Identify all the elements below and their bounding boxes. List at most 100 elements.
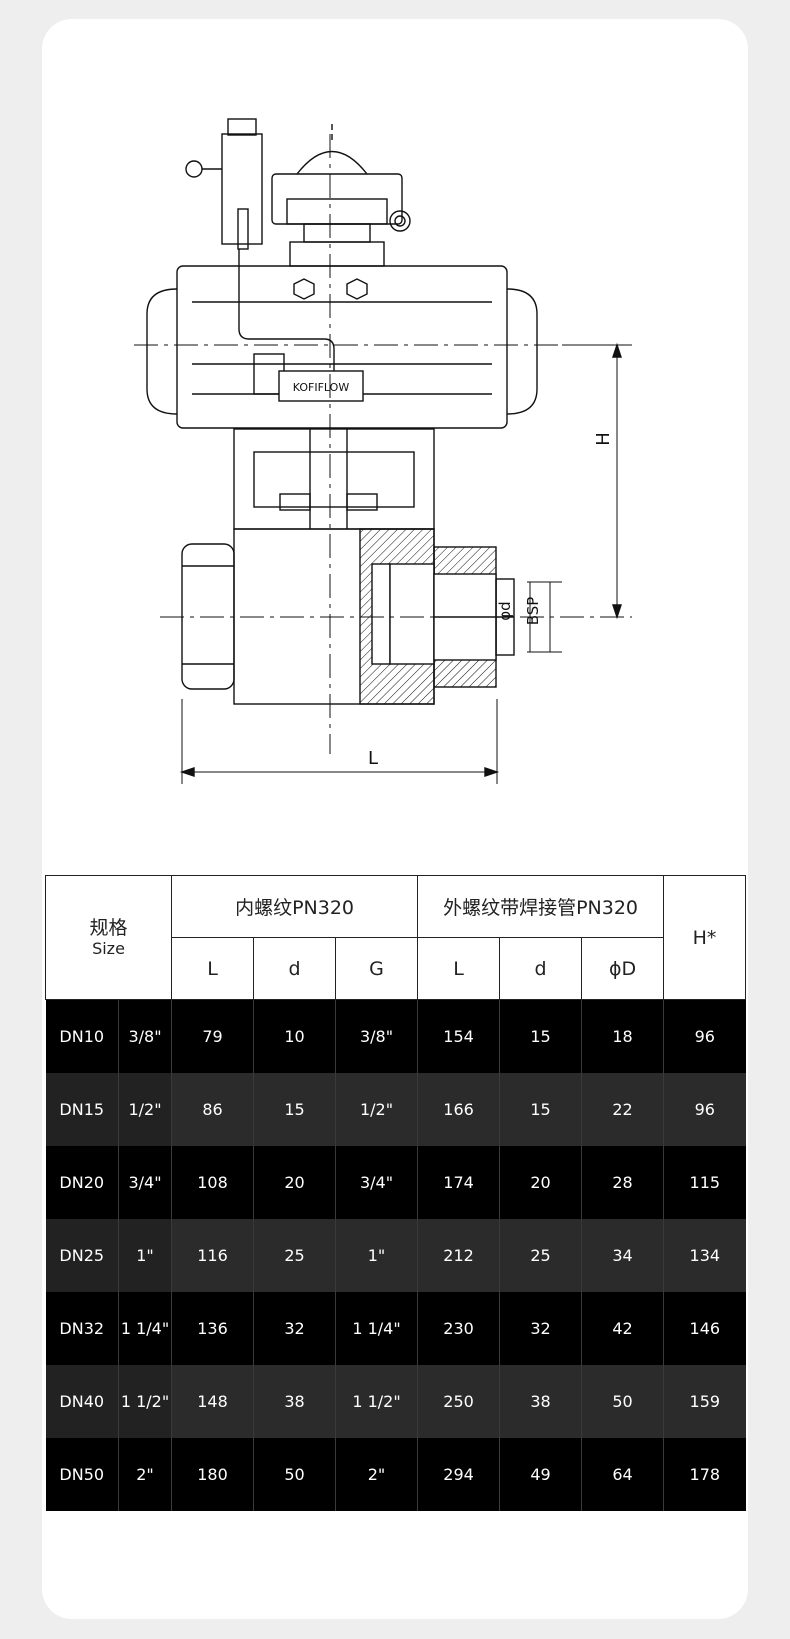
table-cell: 1 1/2" [335,1365,419,1438]
table-cell: 28 [581,1146,665,1219]
table-cell: 18 [581,999,665,1073]
limit-switch-dome [296,150,368,175]
hex-nut-right [346,278,368,300]
table-cell: 38 [499,1365,583,1438]
col-header: G [335,937,419,1000]
table-cell: 212 [417,1219,501,1292]
table-cell: 42 [581,1292,665,1365]
table-cell: 86 [171,1073,255,1146]
table-cell: 1 1/4" [118,1292,173,1365]
table-cell: 148 [171,1365,255,1438]
table-cell: DN40 [45,1365,119,1438]
table-cell: 116 [171,1219,255,1292]
spec-table: 规格 Size 内螺纹PN320 外螺纹带焊接管PN320 H* L d G L… [44,875,747,1511]
table-cell: 32 [499,1292,583,1365]
limit-switch-port [389,210,411,232]
dim-label-h: H [593,432,614,446]
table-cell: 136 [171,1292,255,1365]
internal-thread-header: 内螺纹PN320 [171,875,419,938]
table-cell: 49 [499,1438,583,1511]
col-header: d [499,937,583,1000]
table-cell: 50 [581,1365,665,1438]
table-cell: 32 [253,1292,337,1365]
table-cell: 134 [663,1219,746,1292]
table-cell: 1 1/4" [335,1292,419,1365]
dim-label-l: L [368,748,378,769]
table-cell: 159 [663,1365,746,1438]
hex-nut-left [293,278,315,300]
nameplate-text: KOFIFLOW [293,381,350,394]
table-cell: 3/4" [335,1146,419,1219]
filter-regulator [221,133,263,245]
spec-card: KOFIFLOW H φd BSP L 规格 Size 内螺纹PN320 外螺纹… [42,19,748,1619]
table-cell: 115 [663,1146,746,1219]
table-cell: 25 [253,1219,337,1292]
table-cell: 174 [417,1146,501,1219]
actuator-body [176,265,508,429]
col-header: ϕD [581,937,665,1000]
table-cell: 154 [417,999,501,1073]
table-cell: 1 1/2" [118,1365,173,1438]
nameplate [278,370,364,402]
valve-technical-drawing: KOFIFLOW H φd BSP L [134,118,632,784]
table-cell: 180 [171,1438,255,1511]
table-cell: 3/8" [118,999,173,1073]
table-cell: 38 [253,1365,337,1438]
table-cell: DN25 [45,1219,119,1292]
table-cell: 230 [417,1292,501,1365]
table-cell: 15 [499,999,583,1073]
table-cell: DN10 [45,999,119,1073]
table-cell: 25 [499,1219,583,1292]
table-cell: 146 [663,1292,746,1365]
table-cell: 34 [581,1219,665,1292]
table-cell: 108 [171,1146,255,1219]
mounting-bracket [233,428,435,530]
table-cell: 79 [171,999,255,1073]
table-cell: 166 [417,1073,501,1146]
table-cell: 3/8" [335,999,419,1073]
table-cell: 64 [581,1438,665,1511]
table-cell: 96 [663,1073,746,1146]
table-cell: 1/2" [335,1073,419,1146]
table-cell: DN32 [45,1292,119,1365]
table-cell: 96 [663,999,746,1073]
table-cell: 250 [417,1365,501,1438]
size-header-en: Size [92,938,125,958]
table-cell: 178 [663,1438,746,1511]
table-cell: 1" [118,1219,173,1292]
table-cell: DN50 [45,1438,119,1511]
external-thread-header: 外螺纹带焊接管PN320 [417,875,665,938]
dim-label-bsp: BSP [524,597,542,626]
table-cell: 20 [499,1146,583,1219]
table-cell: 15 [499,1073,583,1146]
dim-label-d: φd [496,601,514,620]
table-cell: 15 [253,1073,337,1146]
table-cell: 294 [417,1438,501,1511]
table-cell: 50 [253,1438,337,1511]
table-cell: DN15 [45,1073,119,1146]
table-cell: 10 [253,999,337,1073]
table-cell: 20 [253,1146,337,1219]
table-cell: DN20 [45,1146,119,1219]
size-header-zh: 规格 [89,916,128,939]
regulator-knob [185,160,203,178]
h-header: H* [663,875,747,1000]
col-header: L [171,937,255,1000]
table-cell: 2" [118,1438,173,1511]
size-header: 规格 Size [44,875,173,1000]
col-header: L [417,937,501,1000]
col-header: d [253,937,337,1000]
air-pipe [238,249,335,374]
table-cell: 1" [335,1219,419,1292]
table-cell: 3/4" [118,1146,173,1219]
table-cell: 1/2" [118,1073,173,1146]
table-cell: 22 [581,1073,665,1146]
table-cell: 2" [335,1438,419,1511]
